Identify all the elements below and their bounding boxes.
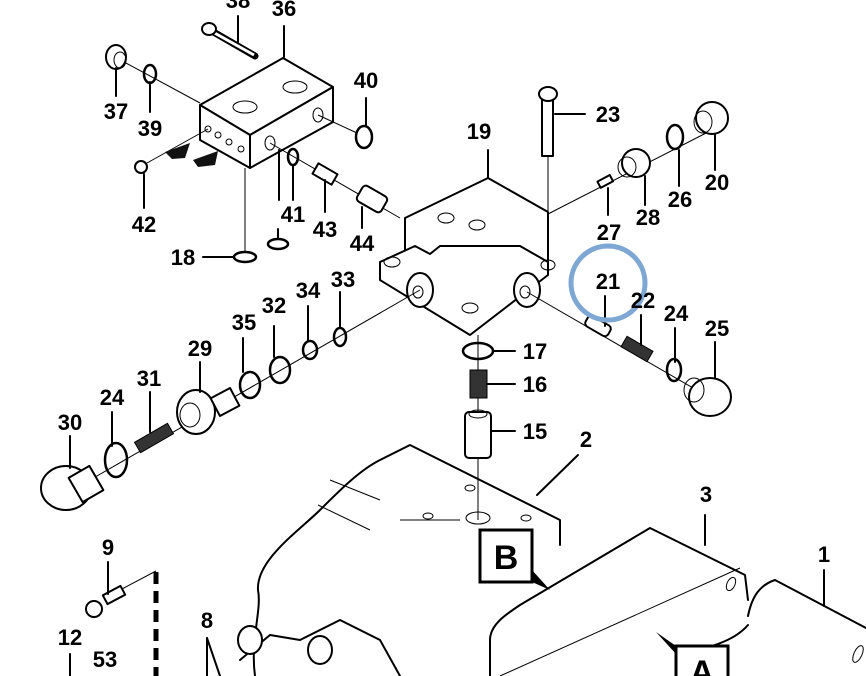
callout-23[interactable]: 23 <box>596 102 620 127</box>
view-marker-A-text: A <box>690 654 715 676</box>
housing-19[interactable] <box>379 177 556 336</box>
callout-18[interactable]: 18 <box>171 245 195 270</box>
pin-27[interactable] <box>596 174 615 189</box>
callout-15[interactable]: 15 <box>523 419 547 444</box>
view-marker-B-text: B <box>494 539 519 577</box>
spring-16[interactable] <box>469 369 488 399</box>
callout-9[interactable]: 9 <box>102 535 114 560</box>
plug-28[interactable] <box>617 148 651 178</box>
callout-36[interactable]: 36 <box>272 0 296 21</box>
o-ring-41b[interactable] <box>266 237 290 251</box>
view-marker-A: A <box>656 632 730 676</box>
plug-42[interactable] <box>134 160 148 174</box>
callout-33[interactable]: 33 <box>331 267 355 292</box>
callout-26[interactable]: 26 <box>668 187 692 212</box>
callout-8[interactable]: 8 <box>201 608 213 633</box>
callout-16[interactable]: 16 <box>523 372 547 397</box>
highlight-circle-21 <box>568 243 648 323</box>
plug-20[interactable] <box>693 101 729 135</box>
callout-35[interactable]: 35 <box>232 310 256 335</box>
valve-body-2[interactable] <box>252 444 561 676</box>
o-ring-33[interactable] <box>332 326 348 348</box>
callout-24b[interactable]: 24 <box>100 385 125 410</box>
callout-12[interactable]: 12 <box>58 625 82 650</box>
o-ring-41[interactable] <box>286 147 300 167</box>
plug-30[interactable] <box>40 464 105 511</box>
plug-37[interactable] <box>105 44 127 70</box>
bolt-38[interactable] <box>201 22 259 60</box>
backup-ring-35[interactable] <box>238 370 262 400</box>
valve-section-3[interactable] <box>489 527 749 676</box>
callout-44[interactable]: 44 <box>350 231 375 256</box>
callout-38[interactable]: 38 <box>226 0 250 13</box>
o-ring-18[interactable] <box>232 250 258 264</box>
callout-labels: 38 36 37 39 40 42 41 43 44 18 19 23 20 2… <box>58 0 830 672</box>
callout-19[interactable]: 19 <box>467 119 491 144</box>
callout-37[interactable]: 37 <box>104 99 128 124</box>
callout-32[interactable]: 32 <box>262 293 286 318</box>
o-ring-24a[interactable] <box>665 357 683 383</box>
callout-41[interactable]: 41 <box>281 202 305 227</box>
cartridge-29[interactable] <box>176 387 241 435</box>
callout-30[interactable]: 30 <box>58 410 82 435</box>
spring-31[interactable] <box>133 422 175 454</box>
o-ring-26[interactable] <box>665 123 685 151</box>
callout-17[interactable]: 17 <box>523 339 547 364</box>
bolt-23[interactable] <box>538 86 558 157</box>
callout-34[interactable]: 34 <box>296 278 321 303</box>
callout-3[interactable]: 3 <box>700 482 712 507</box>
callout-40[interactable]: 40 <box>354 68 378 93</box>
callout-43[interactable]: 43 <box>313 217 337 242</box>
callout-25[interactable]: 25 <box>705 316 729 341</box>
spring-22[interactable] <box>620 335 654 363</box>
callout-21[interactable]: 21 <box>596 269 620 294</box>
view-marker-B: B <box>478 528 550 590</box>
bolt-9[interactable] <box>85 584 127 618</box>
callout-24a[interactable]: 24 <box>664 301 689 326</box>
valve-section-8[interactable] <box>237 619 401 676</box>
callout-39[interactable]: 39 <box>138 116 162 141</box>
o-ring-24b[interactable] <box>103 441 129 479</box>
o-ring-32[interactable] <box>268 355 292 385</box>
callout-1[interactable]: 1 <box>818 542 830 567</box>
callout-22[interactable]: 22 <box>631 288 655 313</box>
callout-31[interactable]: 31 <box>137 366 161 391</box>
poppet-15[interactable] <box>464 409 492 459</box>
plug-25[interactable] <box>683 377 732 417</box>
spool-44[interactable] <box>355 184 389 214</box>
callout-20[interactable]: 20 <box>705 170 729 195</box>
callout-29[interactable]: 29 <box>188 336 212 361</box>
callout-2[interactable]: 2 <box>580 427 592 452</box>
callout-53[interactable]: 53 <box>93 647 117 672</box>
callout-27[interactable]: 27 <box>597 220 621 245</box>
o-ring-34[interactable] <box>301 339 319 361</box>
callout-42[interactable]: 42 <box>132 212 156 237</box>
o-ring-40[interactable] <box>354 124 374 150</box>
callout-28[interactable]: 28 <box>636 205 660 230</box>
spring-43[interactable] <box>311 162 339 186</box>
valve-block-36[interactable] <box>199 57 334 169</box>
